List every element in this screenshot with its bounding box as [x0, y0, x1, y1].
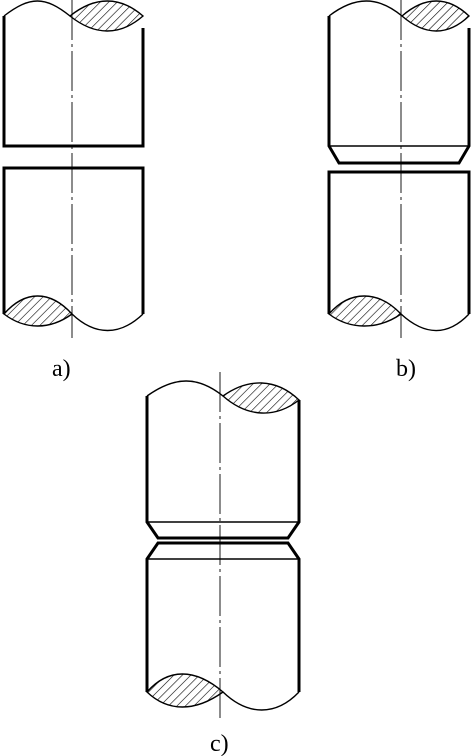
panel-a: a): [2, 0, 145, 382]
panel-label: c): [210, 731, 229, 756]
panel-label: a): [52, 356, 71, 382]
lower-bar: [327, 170, 471, 332]
upper-bar: [145, 380, 301, 540]
lower-bar: [145, 541, 301, 711]
upper-bar: [2, 0, 145, 148]
upper-bar: [327, 0, 471, 165]
panel-label: b): [396, 356, 416, 382]
panel-c: c): [145, 372, 301, 756]
panel-b: b): [327, 0, 471, 382]
lower-bar: [2, 166, 145, 332]
